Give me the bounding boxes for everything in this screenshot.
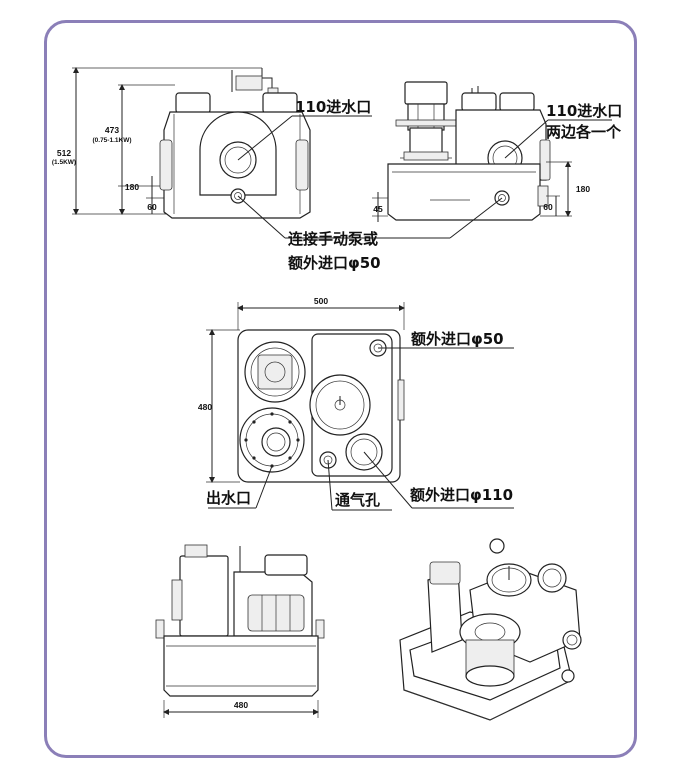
label-inlet-110-side: 110进水口 [546, 102, 622, 120]
side-view [372, 81, 612, 222]
label-extra-inlet-110: 额外进口φ110 [410, 486, 513, 504]
dim-top-depth: 480 [198, 402, 212, 412]
label-both-sides: 两边各一个 [546, 123, 622, 141]
dim-top-width: 500 [314, 296, 328, 306]
dim-height-total: 512 [57, 148, 71, 158]
label-inlet-110-front: 110进水口 [295, 98, 371, 116]
label-manual-pump-line2: 额外进口φ50 [288, 254, 381, 272]
back-view [155, 544, 325, 718]
front-view [72, 67, 372, 219]
dim-height-mid: 473 [105, 125, 119, 135]
dim-height-mid-note: (0.75-1.1KW) [92, 137, 131, 144]
label-vent: 通气孔 [335, 491, 380, 509]
isometric-view [399, 538, 582, 721]
label-extra-inlet-50: 额外进口φ50 [411, 330, 504, 348]
leader-manual-pump-side [449, 197, 503, 239]
dim-height-total-note: (1.5KW) [52, 159, 76, 166]
dim-small-inlet-front: 60 [147, 202, 157, 212]
label-manual-pump-line1: 连接手动泵或 [288, 230, 378, 248]
dim-small-inlet-side: 60 [543, 202, 553, 212]
dim-inlet-height-side: 180 [576, 184, 590, 194]
leader-manual-pump-front [237, 195, 286, 239]
dim-bottom-width: 480 [234, 700, 248, 710]
label-outlet: 出水口 [206, 489, 251, 507]
dim-inlet-height-front: 180 [125, 182, 139, 192]
dim-base-side: 45 [373, 204, 383, 214]
top-view [206, 302, 514, 511]
